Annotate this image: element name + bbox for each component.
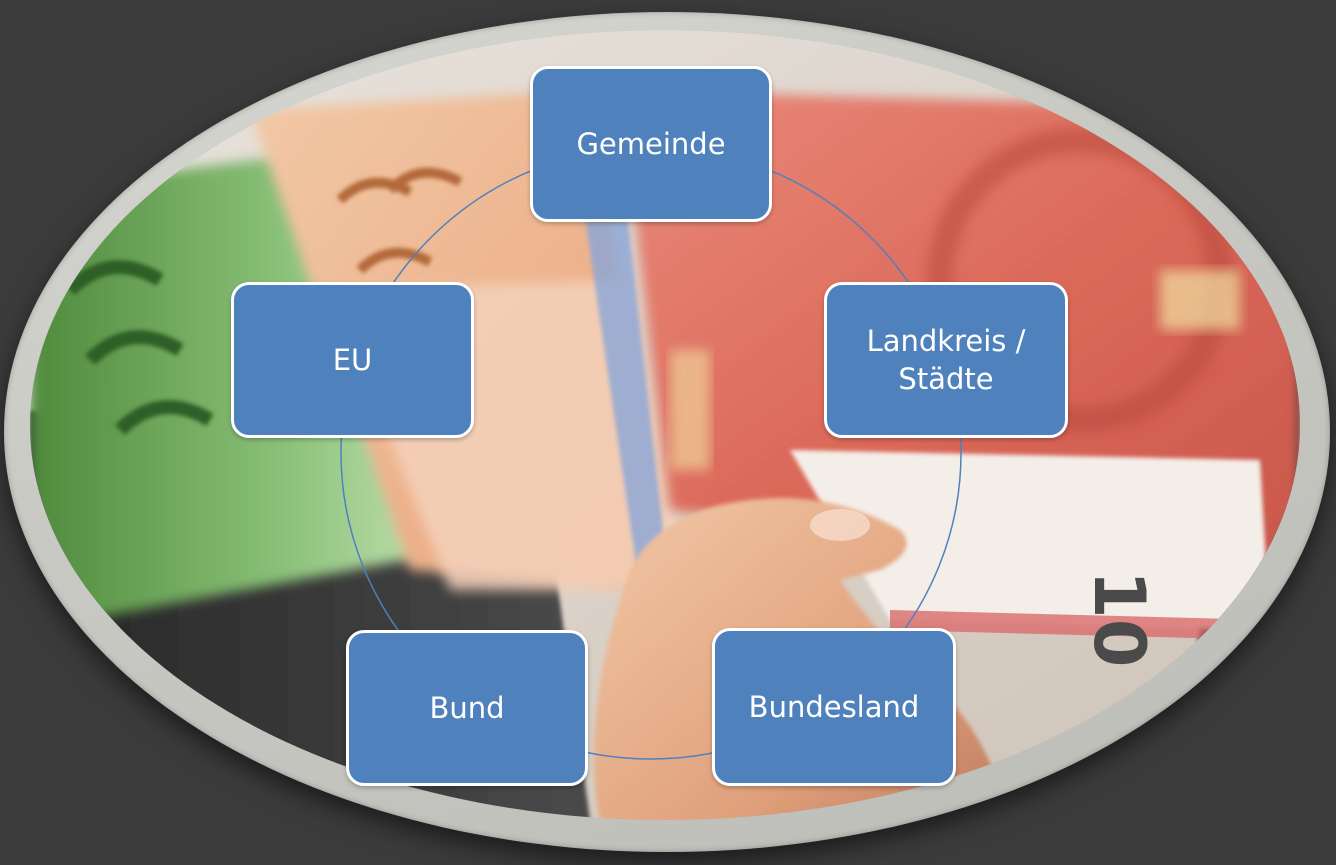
node-eu: EU (231, 282, 474, 438)
banknote-denomination-text: 10 (1078, 570, 1160, 667)
node-gemeinde: Gemeinde (530, 66, 772, 222)
node-landkreis-staedte: Landkreis / Städte (824, 282, 1068, 438)
node-label: EU (332, 343, 373, 377)
node-bundesland: Bundesland (712, 628, 956, 786)
node-label: Gemeinde (576, 127, 726, 161)
node-bund: Bund (346, 630, 588, 786)
node-label: Bundesland (748, 690, 920, 724)
node-label: Landkreis / Städte (866, 324, 1026, 396)
node-label: Bund (429, 691, 505, 725)
